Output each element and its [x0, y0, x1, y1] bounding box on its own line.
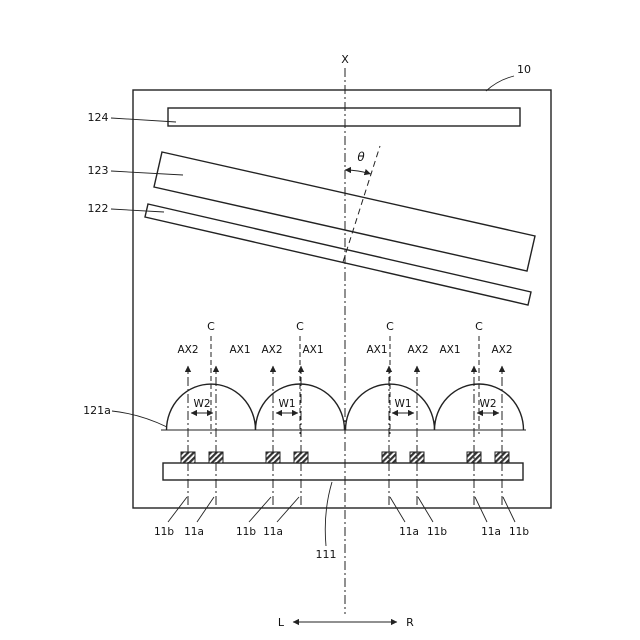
ref123-label: 123 [88, 164, 109, 177]
leader-11a-4 [474, 496, 488, 523]
w2-label-lens4: W2 [479, 398, 496, 410]
plate-124 [167, 107, 521, 127]
ax1-label-lens1: AX1 [229, 344, 250, 356]
ax2-label-lens2: AX2 [261, 344, 282, 356]
label-11b-1: 11b [154, 526, 174, 538]
leader-11a-3 [389, 496, 406, 523]
c-label-2: C [296, 320, 304, 333]
label-11a-4: 11a [481, 526, 501, 538]
ax1-label-lens3: AX1 [366, 344, 387, 356]
ax1-label-lens2: AX1 [302, 344, 323, 356]
leader-11b-3 [417, 496, 434, 523]
leader-ref124 [110, 117, 177, 123]
x-axis-label: X [341, 53, 349, 66]
w1-label-lens2: W1 [278, 398, 295, 410]
dir-right-label: R [406, 616, 414, 629]
label-11b-4: 11b [509, 526, 529, 538]
leader-11a-2 [276, 496, 300, 523]
ref124-label: 124 [88, 111, 109, 124]
leader-11a-1 [196, 496, 215, 523]
substrate-111 [162, 462, 524, 481]
leader-ref10 [485, 75, 515, 92]
leader-ref121a [111, 410, 168, 428]
theta-label: θ [357, 150, 365, 164]
c-label-4: C [475, 320, 483, 333]
ax2-label-lens4: AX2 [491, 344, 512, 356]
c-label-1: C [207, 320, 215, 333]
ax2-label-lens1: AX2 [177, 344, 198, 356]
c-label-3: C [386, 320, 394, 333]
leader-ref111 [324, 481, 333, 547]
label-11b-2: 11b [236, 526, 256, 538]
plate-122 [144, 203, 532, 306]
ax2-label-lens3: AX2 [407, 344, 428, 356]
leader-11b-4 [502, 496, 516, 523]
label-11b-3: 11b [427, 526, 447, 538]
leader-ref123 [110, 170, 184, 176]
label-11a-3: 11a [399, 526, 419, 538]
theta-reference-line [342, 145, 381, 263]
ref121a-label: 121a [83, 404, 111, 417]
w2-label-lens1: W2 [193, 398, 210, 410]
label-11a-2: 11a [263, 526, 283, 538]
dir-left-label: L [278, 616, 285, 629]
device-frame [132, 89, 552, 509]
label-11a-1: 11a [184, 526, 204, 538]
leader-11b-2 [248, 496, 272, 523]
w1-label-lens3: W1 [394, 398, 411, 410]
ref122-label: 122 [88, 202, 109, 215]
theta-angle-arc [344, 166, 371, 176]
ref10-label: 10 [517, 63, 531, 76]
leader-ref122 [110, 208, 165, 213]
ax1-label-lens4: AX1 [439, 344, 460, 356]
leader-11b-1 [167, 496, 188, 523]
ref111-label: 111 [316, 548, 337, 561]
